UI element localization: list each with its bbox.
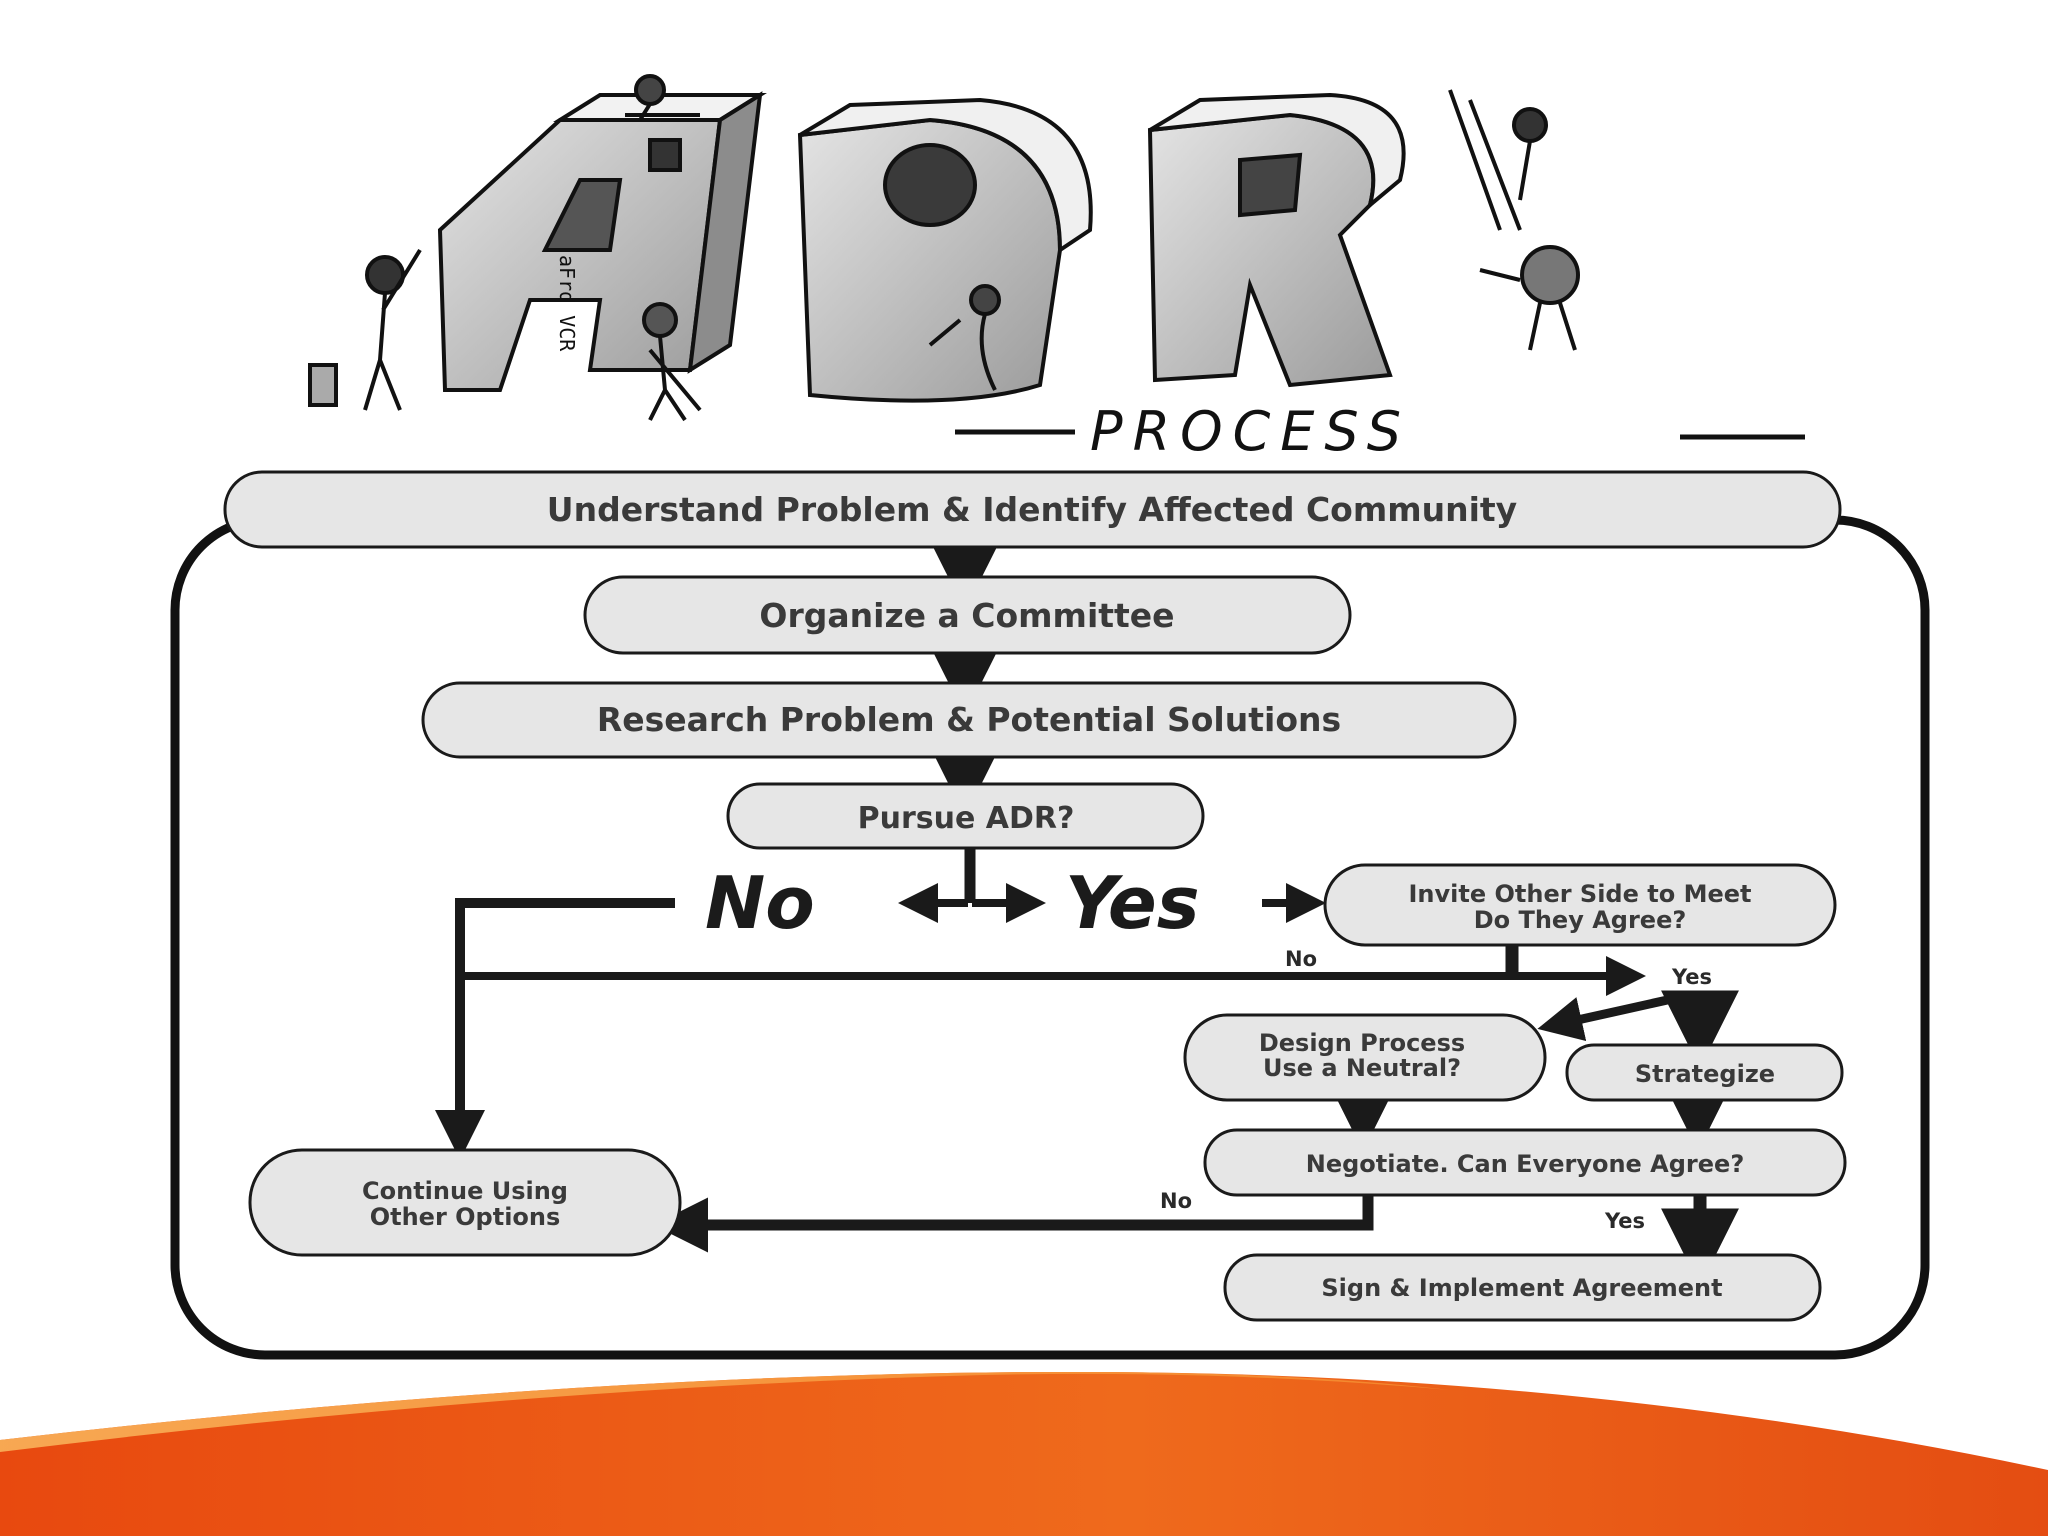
yes-split (1537, 990, 1691, 1042)
label-invite-yes: Yes (1671, 965, 1712, 989)
node-understand-text: Understand Problem & Identify Affected C… (547, 490, 1517, 529)
node-negotiate: Negotiate. Can Everyone Agree? (1203, 1128, 1847, 1197)
caption-process: PROCESS (1090, 400, 1411, 463)
node-continue: Continue Using Other Options (248, 1148, 682, 1257)
node-research: Research Problem & Potential Solutions (421, 681, 1517, 759)
node-sign: Sign & Implement Agreement (1223, 1253, 1822, 1322)
letter-side-scribble: aFrd VCR (555, 255, 579, 352)
node-research-text: Research Problem & Potential Solutions (597, 700, 1341, 739)
node-negotiate-text: Negotiate. Can Everyone Agree? (1306, 1150, 1744, 1178)
decorative-swoosh (0, 1371, 2048, 1536)
node-invite: Invite Other Side to Meet Do They Agree? (1323, 863, 1837, 947)
node-pursue: Pursue ADR? (726, 782, 1205, 850)
workers-figures (308, 74, 1580, 422)
node-organize-text: Organize a Committee (759, 596, 1174, 635)
node-understand: Understand Problem & Identify Affected C… (223, 470, 1842, 549)
node-strategize: Strategize (1565, 1043, 1844, 1102)
label-negotiate-no: No (1160, 1189, 1192, 1213)
node-sign-text: Sign & Implement Agreement (1321, 1274, 1722, 1302)
label-no-big: No (705, 861, 815, 945)
node-organize: Organize a Committee (583, 575, 1352, 655)
letter-a-shape (437, 91, 767, 392)
node-invite-line2: Do They Agree? (1474, 906, 1687, 934)
label-yes-big: Yes (1065, 861, 1200, 945)
node-invite-line1: Invite Other Side to Meet (1409, 880, 1752, 908)
label-negotiate-yes: Yes (1604, 1209, 1645, 1233)
letter-d-shape (797, 97, 1093, 403)
adr-illustration: aFrd VCR PROCESS (308, 74, 1805, 463)
negotiate-no-path (653, 1192, 1374, 1253)
line-no-left (435, 898, 675, 1160)
node-pursue-text: Pursue ADR? (858, 801, 1075, 836)
node-design-line1: Design Process (1259, 1029, 1465, 1057)
node-strategize-text: Strategize (1635, 1060, 1775, 1088)
node-continue-line1: Continue Using (362, 1177, 568, 1205)
label-invite-no: No (1285, 947, 1317, 971)
node-design-line2: Use a Neutral? (1263, 1054, 1461, 1082)
letter-r-shape (1147, 92, 1406, 388)
node-continue-line2: Other Options (370, 1203, 561, 1231)
node-design: Design Process Use a Neutral? (1183, 1013, 1547, 1102)
